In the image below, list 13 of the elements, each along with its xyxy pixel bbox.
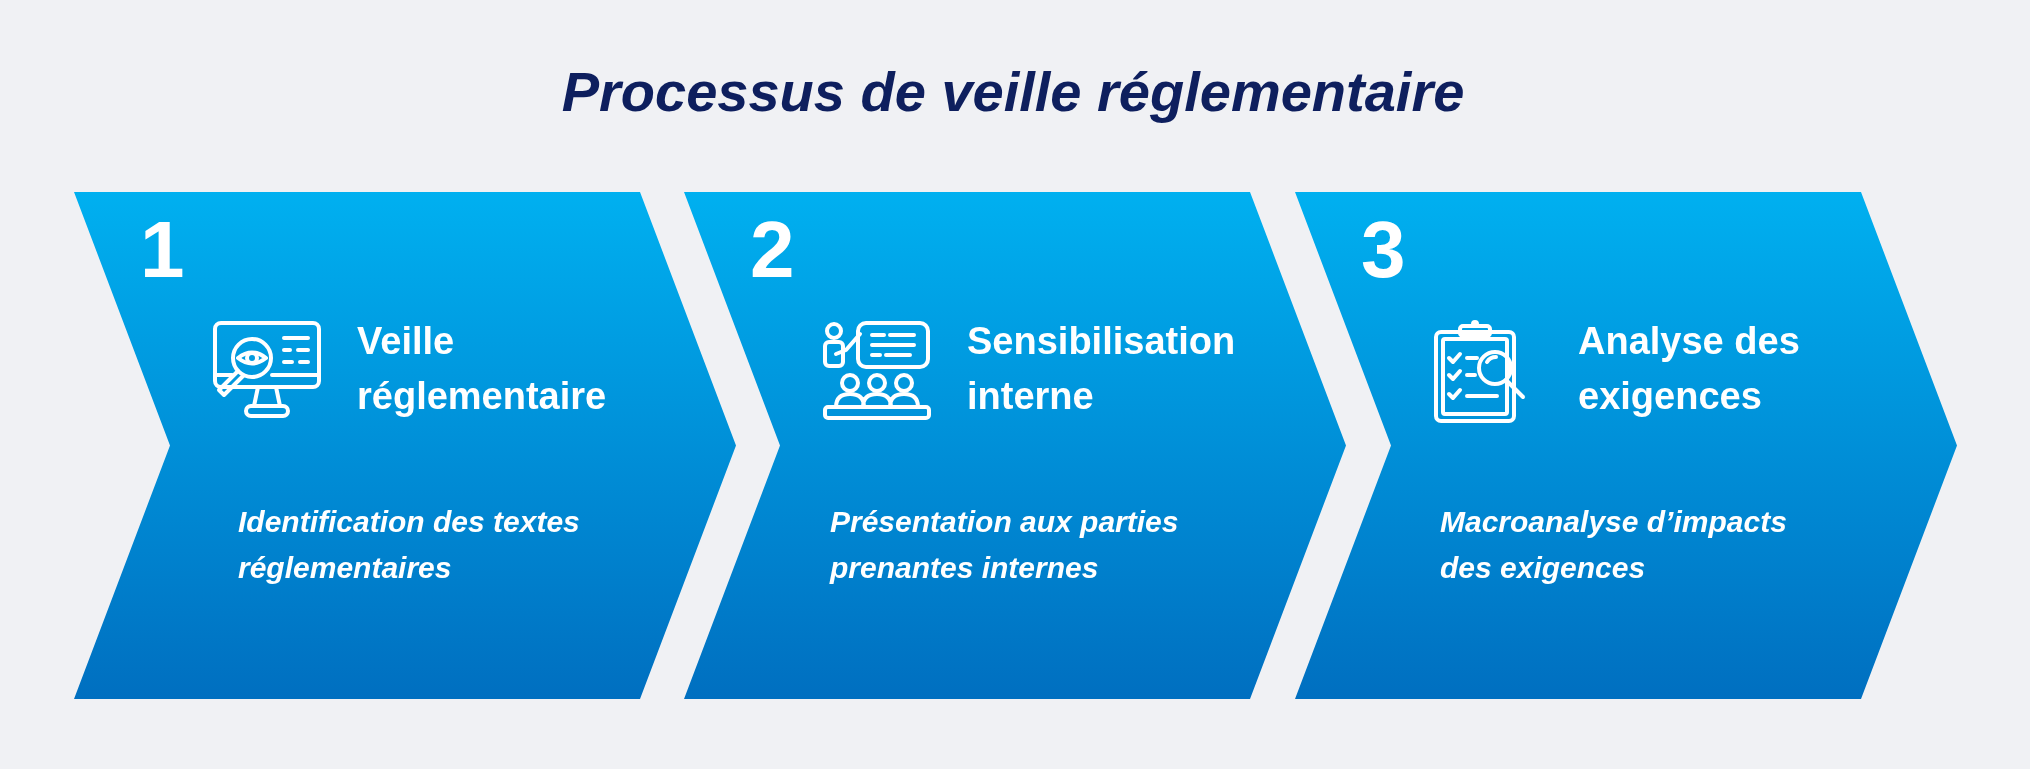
- step-title: Analyse des exigences: [1578, 319, 1801, 419]
- chevron-step: [684, 192, 1346, 699]
- step-number: 2: [750, 210, 795, 290]
- step-number: 1: [140, 210, 185, 290]
- step-description: Présentation aux parties prenantes internes: [830, 504, 1180, 586]
- step-description: Identification des textes réglementaires: [238, 504, 581, 586]
- step-description: Macroanalyse d’impacts des exigences: [1440, 504, 1788, 586]
- chevron-step: [74, 192, 736, 699]
- step-title: Sensibilisation interne: [967, 319, 1237, 419]
- chevron-step: [1295, 192, 1957, 699]
- step-title: Veille réglementaire: [357, 319, 608, 419]
- diagram-title: Processus de veille réglementaire: [561, 59, 1465, 125]
- step-number: 3: [1361, 210, 1406, 290]
